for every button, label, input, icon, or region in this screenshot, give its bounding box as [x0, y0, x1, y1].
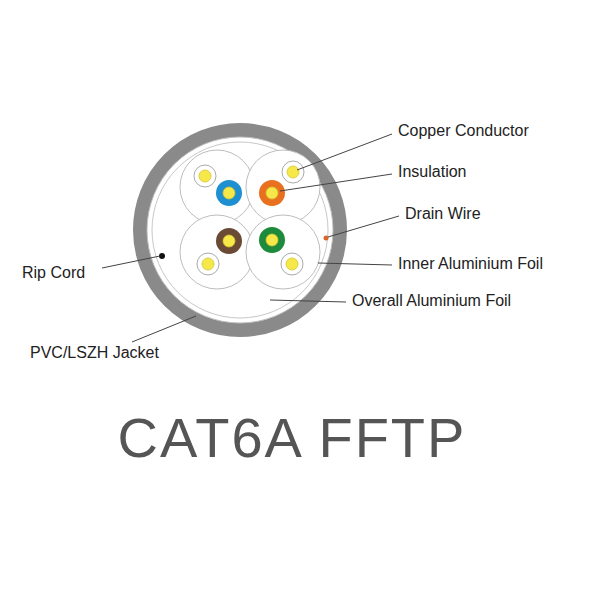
- callout-label: Insulation: [398, 163, 467, 181]
- copper-conductor: [266, 187, 278, 199]
- copper-conductor: [223, 187, 235, 199]
- brown-insulation: [216, 228, 242, 254]
- callout-label: Copper Conductor: [398, 122, 529, 140]
- white-insulation: [197, 253, 219, 275]
- leader-line: [297, 134, 392, 170]
- drain-wire: [324, 236, 329, 241]
- copper-conductor: [286, 258, 298, 270]
- green-insulation: [259, 227, 285, 253]
- leader-line: [328, 216, 399, 237]
- white-insulation: [194, 165, 216, 187]
- jacket-ring: [140, 130, 340, 330]
- pair-foil: [180, 215, 254, 289]
- white-insulation: [281, 253, 303, 275]
- copper-conductor: [223, 235, 235, 247]
- copper-conductor: [266, 234, 278, 246]
- leader-line: [280, 174, 392, 191]
- pair-foil: [180, 150, 254, 224]
- leader-line: [132, 316, 196, 342]
- leader-line: [102, 256, 160, 268]
- callout-label: Rip Cord: [22, 264, 85, 282]
- pair-foil: [246, 215, 320, 289]
- leader-line: [270, 300, 346, 302]
- copper-conductor: [287, 166, 299, 178]
- orange-insulation: [259, 180, 285, 206]
- callout-label: Overall Aluminium Foil: [352, 292, 511, 310]
- copper-conductor: [199, 170, 211, 182]
- blue-insulation: [216, 180, 242, 206]
- leader-line: [318, 263, 392, 265]
- title: CAT6A FFTP: [118, 410, 467, 466]
- jacket-inner: [147, 137, 333, 323]
- white-insulation: [282, 161, 304, 183]
- callout-label: Drain Wire: [405, 205, 481, 223]
- callout-label: PVC/LSZH Jacket: [30, 344, 159, 362]
- copper-conductor: [202, 258, 214, 270]
- callout-label: Inner Aluminium Foil: [398, 255, 543, 273]
